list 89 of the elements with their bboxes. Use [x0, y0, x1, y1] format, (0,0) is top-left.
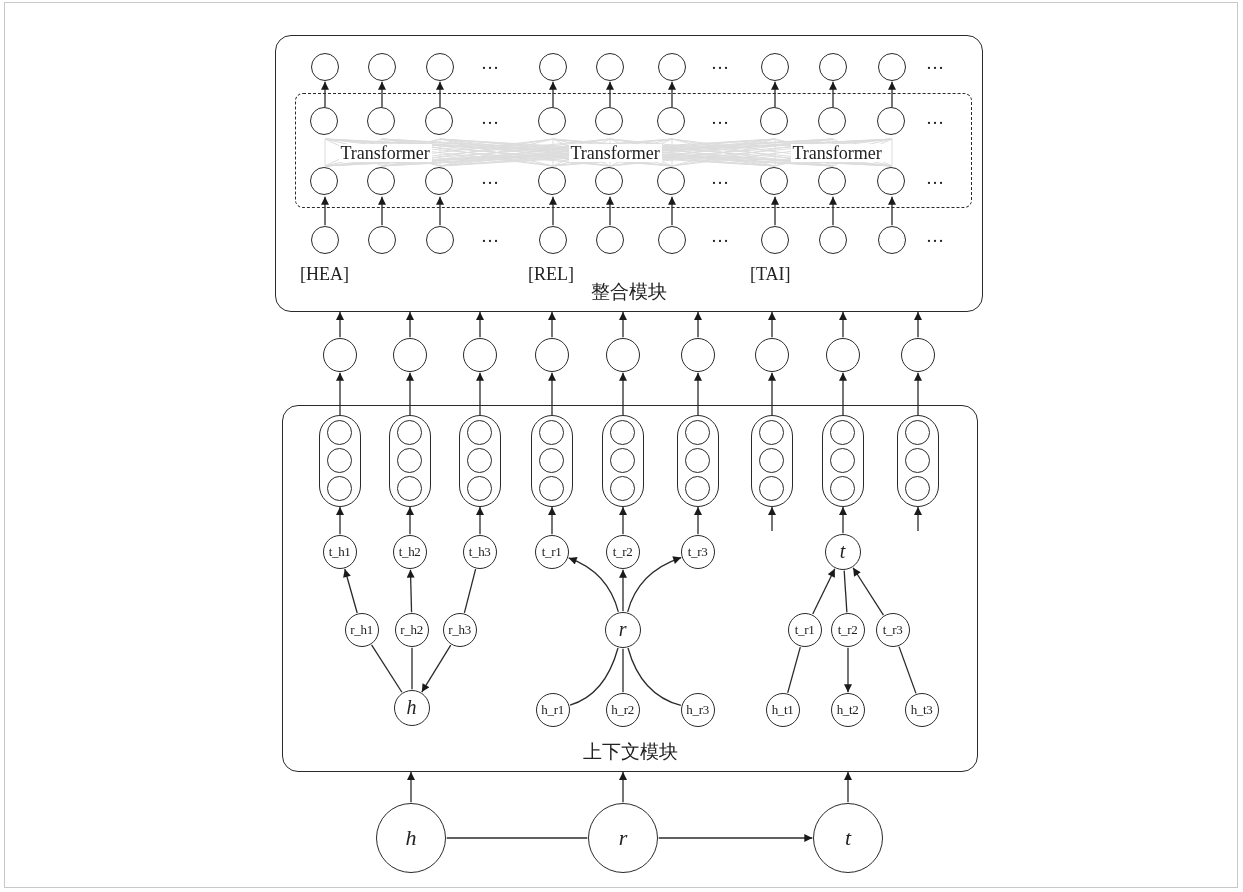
arrow [548, 311, 556, 338]
arrow [839, 311, 847, 338]
arrow [694, 311, 702, 338]
connector-line [370, 644, 403, 693]
arrow [476, 372, 484, 416]
layer-label: Transformer [568, 144, 662, 162]
arrow [406, 569, 415, 613]
ellipsis-label: … [480, 169, 500, 187]
ellipsis-label: … [480, 54, 500, 72]
arrow [888, 196, 896, 226]
arrow [829, 81, 837, 108]
arrow [619, 771, 627, 803]
token-label: [HEA] [300, 265, 349, 283]
arrow [619, 311, 627, 338]
arrow [619, 506, 627, 535]
ellipsis-label: … [925, 169, 945, 187]
arrow [336, 506, 344, 535]
ellipsis-label: … [710, 109, 730, 127]
arrow [421, 644, 452, 693]
layer-label: Transformer [790, 144, 884, 162]
arrow [476, 506, 484, 535]
arrow [321, 81, 329, 108]
module-box [282, 405, 978, 772]
arrow [844, 771, 852, 803]
arrow [694, 506, 702, 535]
arrow [771, 81, 779, 108]
arrow [321, 196, 329, 226]
ellipsis-label: … [710, 169, 730, 187]
connector-line [627, 647, 682, 707]
arrow [812, 568, 836, 615]
arrow [619, 372, 627, 416]
arrow [668, 196, 676, 226]
connector-line [446, 837, 588, 839]
arrow [568, 557, 619, 613]
arrow [476, 311, 484, 338]
ellipsis-label: … [710, 227, 730, 245]
connector-line [569, 647, 619, 706]
arrow [548, 506, 556, 535]
connector-line [843, 570, 848, 613]
arrow [619, 569, 627, 612]
layer-label: Transformer [338, 144, 432, 162]
ellipsis-label: … [710, 54, 730, 72]
arrow [627, 556, 682, 613]
arrow [768, 372, 776, 416]
arrow [606, 81, 614, 108]
arrow [914, 311, 922, 338]
arrow [378, 196, 386, 226]
module-label: 上下文模块 [582, 742, 678, 761]
arrow [914, 372, 922, 416]
arrow [768, 506, 776, 532]
arrow [771, 196, 779, 226]
arrow [606, 196, 614, 226]
connector-line [463, 568, 477, 614]
connector-line [411, 647, 413, 690]
module-label: 整合模块 [591, 282, 667, 301]
arrow [844, 647, 852, 693]
arrow [888, 81, 896, 108]
arrow [548, 372, 556, 416]
arrow [668, 81, 676, 108]
token-label: [REL] [528, 265, 574, 283]
token-label: [TAI] [750, 265, 791, 283]
arrow [658, 834, 813, 842]
arrow [914, 506, 922, 532]
ellipsis-label: … [925, 109, 945, 127]
arrow [436, 196, 444, 226]
arrow [852, 567, 885, 616]
arrow [829, 196, 837, 226]
arrow [336, 311, 344, 338]
arrow [768, 311, 776, 338]
arrow [407, 771, 415, 803]
arrow [336, 372, 344, 416]
arrow [406, 506, 414, 535]
arrow [343, 568, 358, 614]
arrow [378, 81, 386, 108]
ellipsis-label: … [480, 227, 500, 245]
arrow [406, 372, 414, 416]
connector-line [787, 646, 801, 694]
arrow [839, 506, 847, 534]
ellipsis-label: … [925, 54, 945, 72]
arrow [694, 372, 702, 416]
arrow [549, 81, 557, 108]
connector-line [622, 648, 624, 693]
arrow [549, 196, 557, 226]
arrow [406, 311, 414, 338]
ellipsis-label: … [480, 109, 500, 127]
connector-line [898, 646, 917, 694]
arrow [839, 372, 847, 416]
arrow [436, 81, 444, 108]
ellipsis-label: … [925, 227, 945, 245]
